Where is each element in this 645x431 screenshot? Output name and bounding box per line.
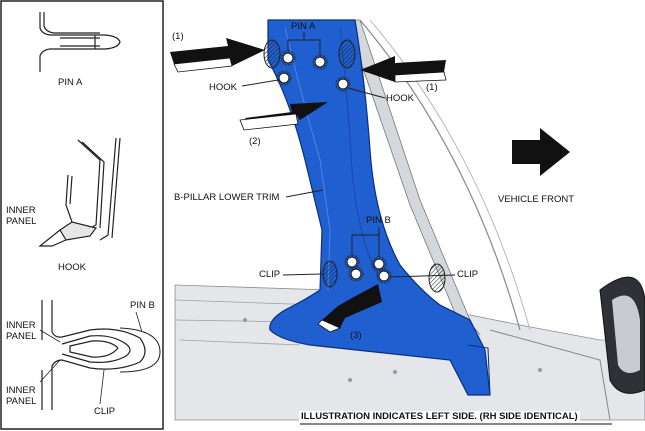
step-3-label: (3) <box>350 330 362 341</box>
clip-oval-markers <box>263 39 446 293</box>
inset-inner-panel-label: INNER <box>6 385 36 396</box>
inset-inner-panel-label: INNER <box>6 320 36 331</box>
pin-markers <box>278 52 390 282</box>
clip-detail-drawing <box>39 300 161 410</box>
inset-pin-b-label: PIN B <box>130 300 155 311</box>
inset-inner-panel-label: PANEL <box>6 331 37 342</box>
vehicle-front-arrow <box>512 128 570 176</box>
removal-arrow-2 <box>239 102 328 131</box>
step-1-label-right: (1) <box>426 82 438 93</box>
hook-detail-drawing <box>38 137 121 247</box>
inset-pin-a-label: PIN A <box>58 77 83 88</box>
removal-arrow-1-left <box>170 38 265 73</box>
inset-inner-panel-label: INNER <box>6 205 36 216</box>
inset-inner-panel-label: PANEL <box>6 396 37 407</box>
hook-label-left: HOOK <box>209 82 237 93</box>
step-2-label: (2) <box>249 136 261 147</box>
hook-label-right: HOOK <box>386 93 414 104</box>
removal-arrow-1-right <box>360 56 447 83</box>
inset-hook-label: HOOK <box>58 262 86 273</box>
trim-label: B-PILLAR LOWER TRIM <box>174 192 280 203</box>
pin-a-label: PIN A <box>291 21 316 32</box>
clip-label-left: CLIP <box>259 269 281 280</box>
inset-clip-label: CLIP <box>94 406 116 417</box>
clip-label-right: CLIP <box>457 269 479 280</box>
illustration-note: ILLUSTRATION INDICATES LEFT SIDE. (RH SI… <box>299 411 580 422</box>
b-pillar-lower-trim <box>267 19 491 396</box>
inset-inner-panel-label: PANEL <box>6 216 37 227</box>
removal-arrow-3 <box>317 284 382 333</box>
vehicle-front-label: VEHICLE FRONT <box>498 194 575 205</box>
pin-a-detail-drawing <box>39 12 121 72</box>
leader-lines <box>241 32 456 278</box>
step-1-label-left: (1) <box>172 31 184 42</box>
pin-b-label: PIN B <box>366 215 391 226</box>
